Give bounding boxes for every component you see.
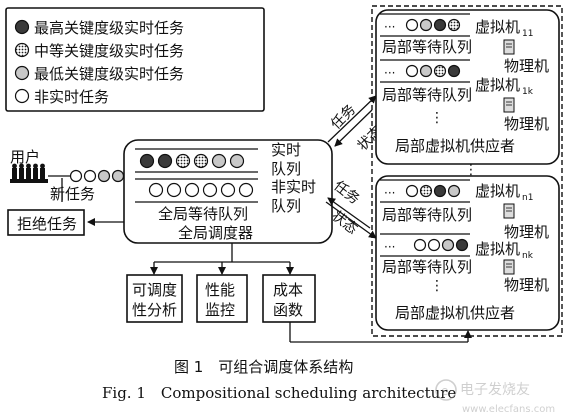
svg-text:状态: 状态 <box>328 208 360 238</box>
legend-item-mid: 中等关键度级实时任务 <box>14 42 184 60</box>
reject-task: 拒绝任务 <box>7 209 135 236</box>
svg-text:局部等待队列: 局部等待队列 <box>382 86 472 104</box>
watermark-logo: e 电子发烧友 www.elecfans.com <box>435 379 555 415</box>
svg-text:最低关键度级实时任务: 最低关键度级实时任务 <box>34 65 184 83</box>
svg-text:全局等待队列: 全局等待队列 <box>158 205 248 223</box>
user-group: 用户 新任务 <box>10 148 134 203</box>
svg-text:性能: 性能 <box>205 281 235 299</box>
server-icon <box>503 203 515 219</box>
svg-text:可调度: 可调度 <box>132 281 177 299</box>
svg-text:任务: 任务 <box>328 102 359 133</box>
providers-ellipsis: ⋮ <box>464 162 478 178</box>
svg-text:监控: 监控 <box>205 301 235 319</box>
module-cost: 成本 函数 <box>262 274 316 323</box>
svg-text:电子发烧友: 电子发烧友 <box>460 382 530 398</box>
legend-item-high: 最高关键度级实时任务 <box>14 19 184 37</box>
legend: 最高关键度级实时任务 中等关键度级实时任务 最低关键度级实时任务 非实时任务 <box>5 7 265 112</box>
provider-1: ··· 虚拟机 11 局部等待队列 物理机 ··· 虚拟机 1k 局部等待队列 … <box>375 9 560 165</box>
svg-text:拒绝任务: 拒绝任务 <box>17 215 77 233</box>
svg-text:www.elecfans.com: www.elecfans.com <box>462 404 555 415</box>
incoming-task-ball <box>83 169 97 183</box>
server-icon <box>503 97 515 113</box>
svg-text:新任务: 新任务 <box>50 185 95 203</box>
svg-text:物理机: 物理机 <box>504 223 549 241</box>
svg-text:n1: n1 <box>522 193 533 203</box>
svg-text:物理机: 物理机 <box>504 57 549 75</box>
svg-text:虚拟机: 虚拟机 <box>475 182 520 200</box>
svg-text:局部等待队列: 局部等待队列 <box>382 206 472 224</box>
svg-text:物理机: 物理机 <box>504 276 549 294</box>
module-connectors <box>150 243 294 275</box>
module-performance: 性能 监控 <box>196 274 248 323</box>
svg-text:实时: 实时 <box>271 141 301 159</box>
svg-text:最高关键度级实时任务: 最高关键度级实时任务 <box>34 19 184 37</box>
svg-text:⋮: ⋮ <box>430 110 444 126</box>
svg-text:全局调度器: 全局调度器 <box>178 224 253 242</box>
svg-text:队列: 队列 <box>271 160 301 178</box>
svg-text:虚拟机: 虚拟机 <box>475 18 520 36</box>
svg-text:局部虚拟机供应者: 局部虚拟机供应者 <box>395 304 515 322</box>
svg-text:e: e <box>441 384 448 398</box>
svg-text:虚拟机: 虚拟机 <box>475 76 520 94</box>
user-crowd-icon <box>10 163 48 183</box>
server-icon <box>503 259 515 275</box>
incoming-task-ball <box>111 169 125 183</box>
caption-cn: 图 1 可组合调度体系结构 <box>174 358 353 376</box>
svg-text:非实时任务: 非实时任务 <box>34 88 109 106</box>
svg-text:···: ··· <box>384 240 395 254</box>
legend-item-non: 非实时任务 <box>14 88 109 106</box>
svg-text:性分析: 性分析 <box>132 301 177 319</box>
svg-text:···: ··· <box>384 66 395 80</box>
svg-text:中等关键度级实时任务: 中等关键度级实时任务 <box>34 42 184 60</box>
svg-text:用户: 用户 <box>10 148 40 166</box>
svg-text:···: ··· <box>384 186 395 200</box>
cost-feedback-line <box>289 322 472 343</box>
svg-text:局部等待队列: 局部等待队列 <box>382 258 472 276</box>
svg-text:成本: 成本 <box>273 281 303 299</box>
svg-text:nk: nk <box>522 251 534 261</box>
svg-text:···: ··· <box>384 20 395 34</box>
svg-text:局部等待队列: 局部等待队列 <box>382 38 472 56</box>
svg-text:非实时: 非实时 <box>271 178 316 196</box>
svg-text:局部虚拟机供应者: 局部虚拟机供应者 <box>395 137 515 155</box>
svg-text:物理机: 物理机 <box>504 115 549 133</box>
server-icon <box>503 39 515 55</box>
svg-text:函数: 函数 <box>273 301 303 319</box>
incoming-task-ball <box>97 169 111 183</box>
global-scheduler: 实时 队列 非实时 队列 全局等待队列 全局调度器 <box>123 139 333 244</box>
svg-text:队列: 队列 <box>271 197 301 215</box>
arrows-bottom: 任务 状态 <box>325 178 377 239</box>
caption-en: Fig. 1 Compositional scheduling architec… <box>102 384 456 402</box>
provider-2: ··· 虚拟机 n1 局部等待队列 物理机 ··· 虚拟机 nk 局部等待队列 … <box>375 175 560 331</box>
svg-text:⋮: ⋮ <box>430 278 444 294</box>
svg-text:11: 11 <box>522 29 533 39</box>
svg-text:1k: 1k <box>522 87 534 97</box>
incoming-task-ball <box>69 169 83 183</box>
svg-text:虚拟机: 虚拟机 <box>475 240 520 258</box>
module-schedulability: 可调度 性分析 <box>126 274 183 323</box>
providers-outer <box>371 5 563 337</box>
legend-item-low: 最低关键度级实时任务 <box>14 65 184 83</box>
